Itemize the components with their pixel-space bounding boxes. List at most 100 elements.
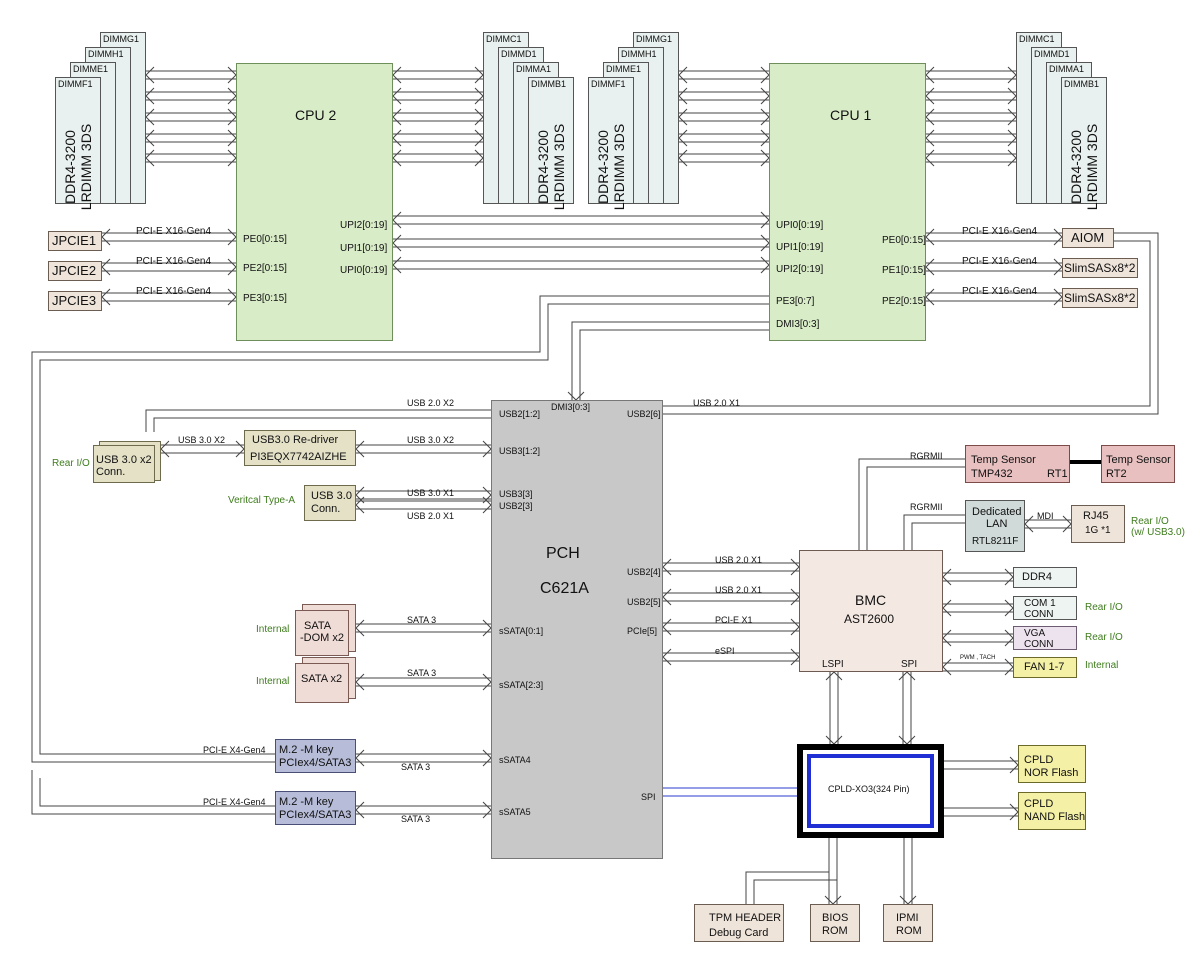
dimm-channel (392, 87, 484, 105)
temp1-line1: Temp Sensor (971, 454, 1036, 466)
dmi-path-b (579, 329, 769, 394)
pe3-route-a (31, 295, 769, 763)
usb-vert-conn (304, 485, 356, 521)
spi-link (898, 671, 916, 745)
cpu2-block (236, 63, 393, 341)
dimm-channel (145, 87, 237, 105)
usb-vert-note: Veritcal Type-A (228, 495, 296, 506)
aiom-usb-a (663, 232, 1159, 415)
dimm-label: DIMMG1 (103, 34, 139, 44)
nand-line1: CPLD (1024, 798, 1054, 810)
bmc-periph-link (942, 658, 1014, 676)
cpu1-port-dmi3: DMI3[0:3] (776, 319, 820, 330)
rgrmii-temp-b (866, 466, 965, 550)
dimm-label: DIMMH1 (621, 49, 657, 59)
aiom-slot (1062, 228, 1114, 248)
m2-slot-2 (275, 791, 356, 825)
rj45-note2: (w/ USB3.0) (1131, 527, 1185, 538)
jpcie3-link: PCI-E X16-Gen4 (136, 286, 212, 297)
ipmi-line2: ROM (896, 925, 922, 937)
com1-conn (1013, 596, 1077, 620)
lspi-link (825, 671, 843, 745)
lan-line3: RTL8211F (972, 536, 1019, 547)
jpcie3-label: JPCIE3 (52, 293, 97, 308)
dimm-label: DIMMB1 (1064, 79, 1100, 89)
nor-link (944, 756, 1019, 774)
lan-line1: Dedicated (972, 506, 1022, 518)
temp1-line2: TMP432 (971, 468, 1013, 480)
vga-line2: CONN (1024, 639, 1054, 650)
pch-title: PCH (546, 545, 580, 562)
tpm-line1: TPM HEADER (709, 912, 782, 924)
fan-label: FAN 1-7 (1024, 661, 1065, 673)
m2-2-line1: M.2 -M key (279, 796, 334, 808)
bios-line1: BIOS (822, 912, 849, 924)
dimm-label: DIMME1 (606, 64, 642, 74)
rj45-line1: RJ45 (1083, 510, 1109, 522)
pch-port-usb2-3: USB2[3] (499, 501, 533, 511)
bios-link (824, 870, 842, 905)
satadom-conn (295, 610, 349, 656)
dmi-arrow (567, 370, 585, 401)
jpcie3-slot (48, 291, 102, 311)
redriver-chip (244, 430, 356, 466)
link-usb20x1-bmc2: USB 2.0 X1 (715, 585, 763, 595)
rgrmii-lan-b (911, 522, 965, 550)
dimm-card-cpu1-left-3 (588, 77, 634, 204)
jpcie1-slot (48, 231, 102, 251)
dimm-card-cpu2-left-3 (55, 77, 101, 204)
spi-blue-link (663, 787, 797, 797)
link-pcie-x1: PCI-E X1 (715, 615, 753, 625)
nand-link (944, 803, 1019, 821)
redriver-line1: USB3.0 Re-driver (252, 434, 339, 446)
slimsas2-link: PCI-E X16-Gen4 (962, 286, 1038, 297)
pch-model: C621A (540, 580, 589, 597)
dimm-label: DIMMD1 (1034, 49, 1070, 59)
fan-header (1013, 657, 1077, 678)
usb2-rear-b (153, 417, 491, 432)
link-sata3-dom: SATA 3 (407, 615, 437, 625)
cpu1-port-pe1: PE1[0:15] (882, 265, 926, 276)
jpcie1-label: JPCIE1 (52, 233, 97, 248)
link-rgrmii-lan: RGRMII (910, 502, 943, 512)
sata-line1: SATA x2 (301, 673, 343, 685)
usb-rear-conn (93, 445, 155, 483)
rj45-line2: 1G *1 (1085, 525, 1111, 536)
slimsas1-label: SlimSASx8*2 (1064, 261, 1136, 275)
nand-flash (1018, 792, 1086, 830)
cpu1-block (769, 63, 926, 341)
jpcie2-slot (48, 261, 102, 281)
dimm-channel (925, 149, 1017, 167)
satadom-line2: -DOM x2 (300, 632, 344, 644)
slimsas1-slot (1062, 258, 1138, 278)
m2b-route-a (31, 770, 275, 815)
dimm-channel (392, 108, 484, 126)
link-mdi: MDI (1037, 511, 1054, 521)
cpu2-port-upi0: UPI0[0:19] (340, 265, 388, 276)
tpm-route-a (745, 838, 830, 904)
link-usb20x1-aiom: USB 2.0 X1 (693, 398, 741, 408)
link-pcie-x4-b: PCI-E X4-Gen4 (203, 797, 266, 807)
upi-link (392, 256, 770, 274)
bmc-model: AST2600 (844, 612, 895, 626)
satadom-note: Internal (256, 624, 290, 635)
link-usb20x2: USB 2.0 X2 (407, 398, 455, 408)
temp-sensor-2 (1101, 445, 1175, 483)
sata-dom-link (355, 619, 492, 637)
slimsas2-label: SlimSASx8*2 (1064, 291, 1136, 305)
pch-port-usb2-5: USB2[5] (627, 597, 661, 607)
pch-port-usb2-4: USB2[4] (627, 567, 661, 577)
vga-note: Rear I/O (1085, 632, 1123, 643)
pch-bmc-link (662, 588, 800, 606)
link-usb30x2-right: USB 3.0 X2 (407, 435, 455, 445)
aiom-usb-b (663, 240, 1151, 407)
cpu2-port-pe2: PE2[0:15] (243, 263, 287, 274)
pch-port-usb2-6: USB2[6] (627, 409, 661, 419)
dimm-channel (678, 149, 770, 167)
tpm-line2: Debug Card (709, 927, 769, 939)
jpcie2-label: JPCIE2 (52, 263, 97, 278)
fan-note: Internal (1085, 660, 1119, 671)
cpu1-pcie-link (925, 258, 1063, 276)
